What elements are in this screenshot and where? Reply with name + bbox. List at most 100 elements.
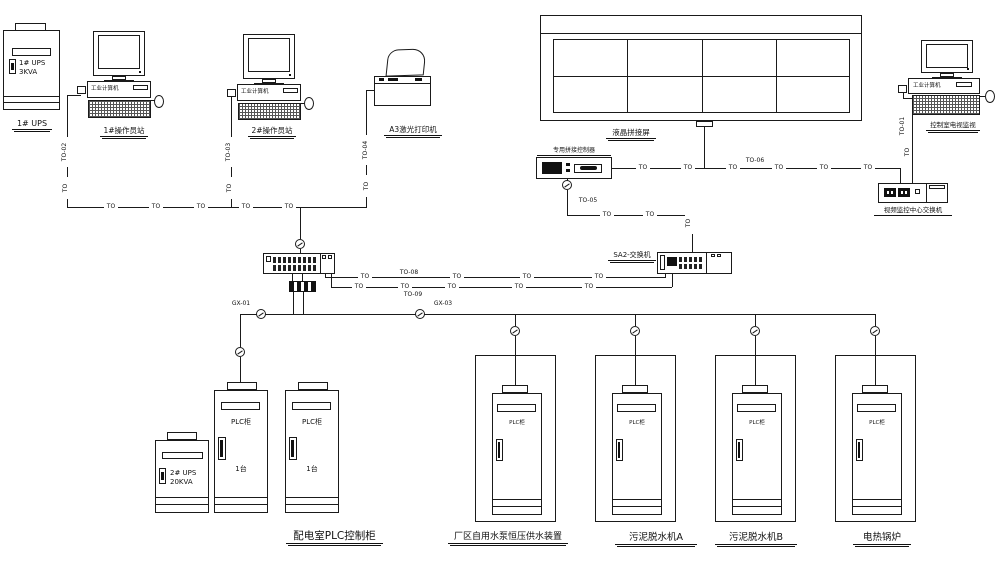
sa2-switch-ports bbox=[679, 264, 703, 269]
splice-node-icon bbox=[256, 309, 266, 319]
printer-caption: A3激光打印机 bbox=[384, 125, 442, 138]
wire-label-to: TO bbox=[149, 203, 163, 211]
video-wall-grid-line bbox=[554, 76, 849, 77]
cable bbox=[293, 292, 294, 314]
controller-drive-slot bbox=[580, 166, 597, 170]
ws1-port-box bbox=[77, 86, 86, 94]
cable bbox=[635, 336, 636, 385]
cctv-switch-button bbox=[915, 189, 920, 194]
wire-label-to: TO bbox=[398, 283, 412, 291]
wire-label-to03: TO-03 bbox=[225, 137, 233, 167]
cable-to05 bbox=[567, 215, 692, 216]
ws3-mouse bbox=[985, 90, 995, 103]
wire-label-to: TO bbox=[685, 212, 693, 234]
wire-label-to: TO bbox=[282, 203, 296, 211]
video-wall-stub bbox=[696, 121, 713, 127]
cable bbox=[875, 314, 876, 326]
printer-button bbox=[415, 78, 422, 81]
field-cabinet2-slot bbox=[617, 404, 656, 412]
ups1-band bbox=[3, 102, 60, 103]
cable-gx01 bbox=[240, 314, 241, 347]
field-cabinet2-tab bbox=[622, 385, 648, 393]
wire-label-to: TO bbox=[817, 164, 831, 172]
ups2-band bbox=[155, 504, 209, 505]
ups2-rating-line2: 20KVA bbox=[170, 478, 193, 486]
cable bbox=[900, 168, 901, 183]
ups1-caption: 1# UPS bbox=[12, 119, 52, 132]
wire-label-to: TO bbox=[194, 203, 208, 211]
cable-to08 bbox=[325, 277, 665, 278]
wire-label-to: TO bbox=[726, 164, 740, 172]
printer-band bbox=[374, 83, 431, 84]
cctv-switch-divider bbox=[926, 183, 927, 203]
field-cabinet3-tab bbox=[742, 385, 768, 393]
switch-led bbox=[328, 255, 332, 259]
controller-button bbox=[566, 163, 570, 166]
field-cabinet2-room bbox=[595, 355, 676, 522]
plc-cabinet-b-count: 1台 bbox=[306, 465, 318, 473]
wire-label-to01: TO-01 bbox=[899, 111, 907, 141]
cable bbox=[704, 126, 705, 168]
wire-label-to: TO bbox=[358, 273, 372, 281]
field-cabinet2-band bbox=[612, 506, 662, 507]
splice-node-icon bbox=[415, 309, 425, 319]
wire-label-to: TO bbox=[861, 164, 875, 172]
splice-node-icon bbox=[750, 326, 760, 336]
cable bbox=[300, 207, 301, 239]
wire-label-to: TO bbox=[643, 211, 657, 219]
field-cabinet2-label: PLC柜 bbox=[629, 420, 645, 426]
field-cabinet1-label: PLC柜 bbox=[509, 420, 525, 426]
wire-label-to: TO bbox=[352, 283, 366, 291]
plc-cabinet-b-handle-fill bbox=[291, 440, 294, 457]
group5-caption: 电热锅炉 bbox=[853, 532, 911, 547]
wire-label-to04: TO-04 bbox=[362, 135, 370, 165]
cctv-switch-port bbox=[891, 191, 893, 194]
ws3-caption: 控制室电视监视 bbox=[926, 121, 980, 133]
ws1-mouse bbox=[154, 95, 164, 108]
wire-label-to: TO bbox=[772, 164, 786, 172]
field-cabinet4-slot bbox=[857, 404, 896, 412]
splice-node-icon bbox=[630, 326, 640, 336]
switch-ports bbox=[273, 257, 318, 263]
plc-cabinet-b-label: PLC柜 bbox=[301, 418, 322, 426]
cable bbox=[303, 292, 304, 314]
cable bbox=[300, 249, 301, 253]
video-wall-caption: 液晶拼接屏 bbox=[606, 128, 656, 141]
splice-node-icon bbox=[295, 239, 305, 249]
group4-caption: 污泥脱水机B bbox=[715, 532, 797, 547]
video-wall-frame bbox=[540, 15, 862, 121]
plc-cabinet-a-tab bbox=[227, 382, 257, 390]
ws2-mouse-cable bbox=[300, 103, 305, 104]
field-cabinet4-label: PLC柜 bbox=[869, 420, 885, 426]
cable-to-bus bbox=[67, 207, 367, 208]
ws1-caption: 1#操作员站 bbox=[100, 126, 148, 139]
wire-label-to: TO bbox=[636, 164, 650, 172]
cable bbox=[515, 314, 516, 326]
splice-node-icon bbox=[235, 347, 245, 357]
fiber-module bbox=[289, 281, 316, 292]
wire-label-to: TO bbox=[582, 283, 596, 291]
ups2-rating-line1: 2# UPS bbox=[170, 469, 197, 477]
field-cabinet1-band bbox=[492, 499, 542, 500]
ws3-drive-slot bbox=[956, 82, 972, 87]
ups1-rating-line2: 3KVA bbox=[19, 68, 38, 76]
cable bbox=[331, 274, 332, 287]
wire-label-to: TO bbox=[363, 175, 371, 197]
switch-strip bbox=[266, 256, 271, 262]
controller-button bbox=[566, 169, 570, 172]
ws2-caption: 2#操作员站 bbox=[248, 126, 296, 139]
plc-cabinet-a-count: 1台 bbox=[235, 465, 247, 473]
sa2-switch-ports bbox=[679, 257, 703, 262]
cable bbox=[755, 314, 756, 326]
field-cabinet1-slot bbox=[497, 404, 536, 412]
sa2-switch-caption: SA2-交换机 bbox=[608, 250, 656, 263]
plc-cabinet-a-slot bbox=[221, 402, 260, 410]
field-cabinet3-band bbox=[732, 506, 782, 507]
controller-caption: 专用拼接控制器 bbox=[537, 146, 611, 156]
field-cabinet3-slot bbox=[737, 404, 776, 412]
printer-button bbox=[388, 78, 398, 81]
ws1-keyboard bbox=[88, 100, 151, 118]
splice-node-icon bbox=[562, 180, 572, 190]
ws2-keyboard bbox=[238, 103, 301, 120]
